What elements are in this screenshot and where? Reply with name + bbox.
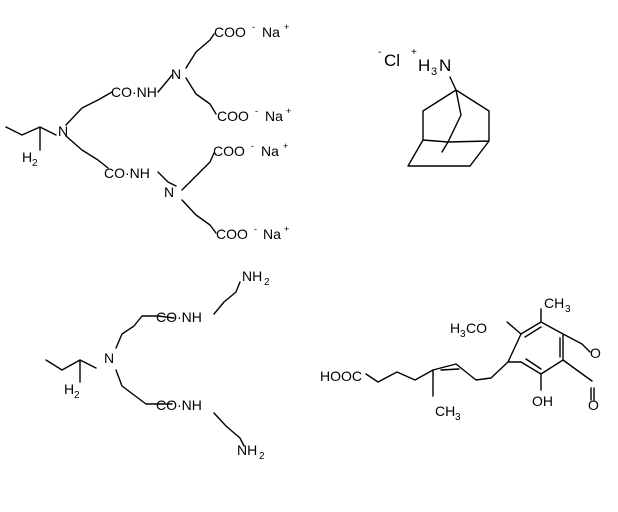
amide-label-1: CO·NH xyxy=(156,309,202,325)
nitrogen-core-label: N xyxy=(104,350,114,366)
chloride-label: Cl xyxy=(384,51,400,70)
ammonium-n-label: N xyxy=(439,56,451,75)
coo-label-2: COO xyxy=(217,108,249,124)
sodium-label-1: Na xyxy=(262,24,280,40)
h2-label: H xyxy=(64,381,74,397)
amine-top-subscript: 2 xyxy=(264,277,270,288)
coo-label-1: COO xyxy=(214,24,246,40)
methyl-chain-label: CH xyxy=(435,403,455,419)
ammonium-h-label: H xyxy=(418,56,430,75)
h2-subscript: 2 xyxy=(32,158,38,169)
amine-top-label: NH xyxy=(242,268,262,284)
carbonyl-oxygen-label: O xyxy=(588,397,599,413)
carboxylic-acid-label: HOOC xyxy=(320,368,362,384)
chloride-minus-charge: - xyxy=(378,47,381,58)
coo-label-4: COO xyxy=(216,226,248,242)
methoxy-h-label: H xyxy=(450,320,460,336)
methoxy-co-label: CO xyxy=(466,320,487,336)
mycophenolic-acid-structure: HOOC CH 3 H 3 CO O CH 3 OH O xyxy=(320,295,601,423)
amantadine-hydrochloride-structure: - Cl + H 3 N xyxy=(378,47,490,167)
nitrogen-label-1: N xyxy=(171,66,181,82)
sodium-label-3: Na xyxy=(261,143,279,159)
sodium-label-2: Na xyxy=(265,108,283,124)
minus-charge: - xyxy=(255,106,258,116)
minus-charge: - xyxy=(252,22,255,32)
sodium-label-4: Na xyxy=(263,226,281,242)
amide-label-2: CO·NH xyxy=(104,165,150,181)
adamantane-cage-bonds xyxy=(407,76,490,167)
h2-label: H xyxy=(22,149,32,165)
amide-label-2: CO·NH xyxy=(156,397,202,413)
bond-lines xyxy=(5,33,217,234)
bond-lines xyxy=(365,308,595,401)
plus-charge: + xyxy=(286,106,291,116)
amine-bottom-subscript: 2 xyxy=(259,451,265,462)
hydroxyl-label: OH xyxy=(532,393,553,409)
amine-bottom-label: NH xyxy=(237,442,257,458)
plus-charge: + xyxy=(283,141,288,151)
pamam-amine-structure: NH 2 CO·NH N H 2 CO·NH NH 2 xyxy=(45,268,270,462)
plus-charge: + xyxy=(284,22,289,32)
methyl-top-subscript: 3 xyxy=(565,304,571,315)
lactone-oxygen-label: O xyxy=(590,345,601,361)
methyl-top-label: CH xyxy=(544,295,564,311)
methoxy-subscript: 3 xyxy=(460,329,466,340)
minus-charge: - xyxy=(251,141,254,151)
plus-charge: + xyxy=(284,224,289,234)
minus-charge: - xyxy=(254,224,257,234)
amide-label-1: CO·NH xyxy=(111,84,157,100)
ammonium-plus-charge: + xyxy=(411,47,417,58)
bond-lines xyxy=(45,281,245,447)
pamam-sodium-salt-structure: COO - Na + CO·NH N COO - Na + N COO - Na… xyxy=(5,22,291,242)
methyl-chain-subscript: 3 xyxy=(455,412,461,423)
coo-label-3: COO xyxy=(213,143,245,159)
h2-subscript: 2 xyxy=(74,390,80,401)
nitrogen-core-label: N xyxy=(58,123,68,139)
nitrogen-label-2: N xyxy=(164,184,174,200)
ammonium-subscript: 3 xyxy=(431,66,437,78)
